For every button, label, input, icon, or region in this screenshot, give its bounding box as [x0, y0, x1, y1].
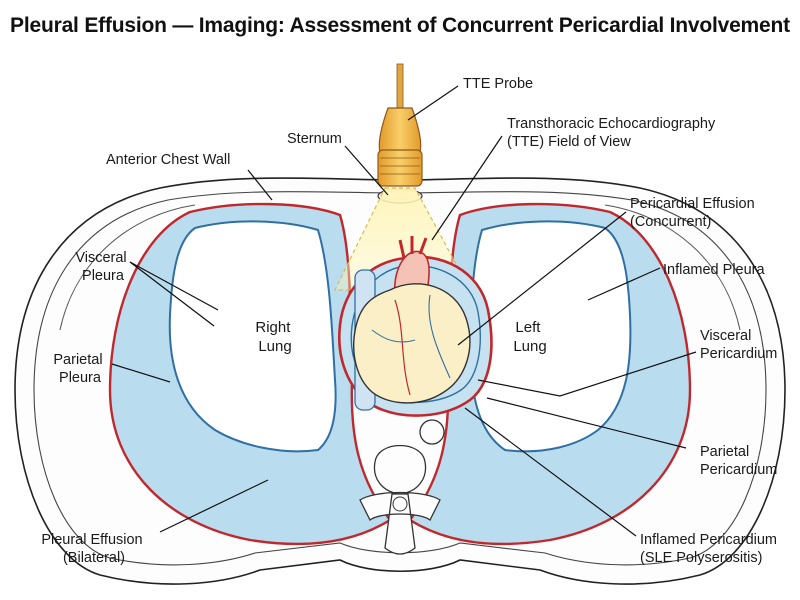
label-pericardial-effusion-line-1: Pericardial Effusion — [630, 196, 755, 212]
label-inflamed-pleura: Inflamed Pleura — [663, 262, 765, 278]
label-parietal-pericardium-line-1: Parietal — [700, 444, 749, 460]
label-inflamed-pleura-line-1: Inflamed Pleura — [663, 262, 765, 278]
coronary-vessel-2 — [428, 294, 451, 379]
label-visceral-pleura-line-1: Visceral — [75, 250, 126, 266]
probe-cable — [396, 63, 404, 109]
leader-tte-probe — [407, 85, 459, 121]
label-parietal-pericardium: Parietal Pericardium — [700, 444, 777, 478]
label-tte-probe-line-1: TTE Probe — [463, 76, 533, 92]
label-sternum-line-1: Sternum — [287, 131, 342, 147]
leader-sternum — [344, 145, 389, 196]
left-lung-label-line-1: Left — [515, 319, 541, 336]
label-inflamed-pericardium-line-2: (SLE Polyserositis) — [640, 550, 762, 566]
label-visceral-pericardium-line-2: Pericardium — [700, 346, 777, 362]
leader-anterior-chest-wall — [247, 169, 273, 201]
label-sternum: Sternum — [287, 131, 342, 147]
rib-left — [604, 204, 741, 331]
heart — [353, 283, 471, 404]
label-anterior-chest-wall-line-1: Anterior Chest Wall — [106, 152, 230, 168]
right-lung-label-line-1: Right — [255, 319, 291, 336]
label-parietal-pericardium-line-2: Pericardium — [700, 462, 777, 478]
right-lung-label-line-2: Lung — [258, 338, 291, 355]
leader-parietal-pleura — [111, 363, 171, 383]
spinal-canal — [392, 496, 408, 512]
leader-visceral-pericardium — [477, 351, 697, 397]
vertebra — [359, 444, 441, 555]
coronary-vessel-1 — [394, 299, 411, 396]
left-lung-label-line-2: Lung — [513, 338, 546, 355]
descending-aorta — [419, 419, 445, 445]
label-pericardial-effusion-line-2: (Concurrent) — [630, 214, 711, 230]
label-tte-fov-line-2: (TTE) Field of View — [507, 134, 631, 150]
label-parietal-pleura-line-2: Pleura — [59, 370, 102, 386]
arch-branch-1 — [398, 239, 406, 259]
coronary-vessel-3 — [371, 329, 416, 343]
rib-right — [59, 204, 196, 331]
leader-parietal-pericardium — [486, 397, 687, 449]
label-tte-probe: TTE Probe — [463, 76, 533, 92]
diagram-title: Pleural Effusion — Imaging: Assessment o… — [10, 14, 790, 37]
label-tte-fov: Transthoracic Echocardiography (TTE) Fie… — [507, 116, 719, 150]
label-visceral-pleura: Visceral Pleura — [75, 250, 130, 284]
label-anterior-chest-wall: Anterior Chest Wall — [106, 152, 230, 168]
right-lung — [168, 220, 337, 453]
leader-inflamed-pericardium — [464, 407, 637, 537]
tte-probe — [378, 107, 422, 153]
right-lung-label: Right Lung — [255, 319, 294, 355]
label-visceral-pericardium-line-1: Visceral — [700, 328, 751, 344]
left-lung-label: Left Lung — [513, 319, 546, 355]
label-tte-fov-line-1: Transthoracic Echocardiography — [507, 116, 716, 132]
leader-inflamed-pleura — [587, 267, 661, 301]
label-pleural-effusion-line-1: Pleural Effusion — [41, 532, 142, 548]
label-inflamed-pericardium-line-1: Inflamed Pericardium — [640, 532, 777, 548]
label-parietal-pleura: Parietal Pleura — [53, 352, 106, 386]
label-parietal-pleura-line-1: Parietal — [53, 352, 102, 368]
left-lung — [470, 220, 632, 453]
leader-pericardial-effusion — [457, 211, 627, 346]
leader-visceral-pleura-b — [129, 261, 215, 327]
label-visceral-pericardium: Visceral Pericardium — [700, 328, 777, 362]
label-pleural-effusion-line-2: (Bilateral) — [63, 550, 125, 566]
label-pericardial-effusion: Pericardial Effusion (Concurrent) — [630, 196, 759, 230]
leader-visceral-pleura-a — [129, 261, 219, 311]
leader-pleural-effusion — [159, 479, 269, 533]
probe-head — [377, 149, 423, 187]
label-pleural-effusion: Pleural Effusion (Bilateral) — [41, 532, 146, 566]
label-inflamed-pericardium: Inflamed Pericardium (SLE Polyserositis) — [640, 532, 781, 566]
leader-tte-fov — [431, 135, 503, 241]
label-visceral-pleura-line-2: Pleura — [82, 268, 125, 284]
inner-pericardium-line — [350, 264, 481, 403]
arch-branch-3 — [418, 237, 428, 255]
